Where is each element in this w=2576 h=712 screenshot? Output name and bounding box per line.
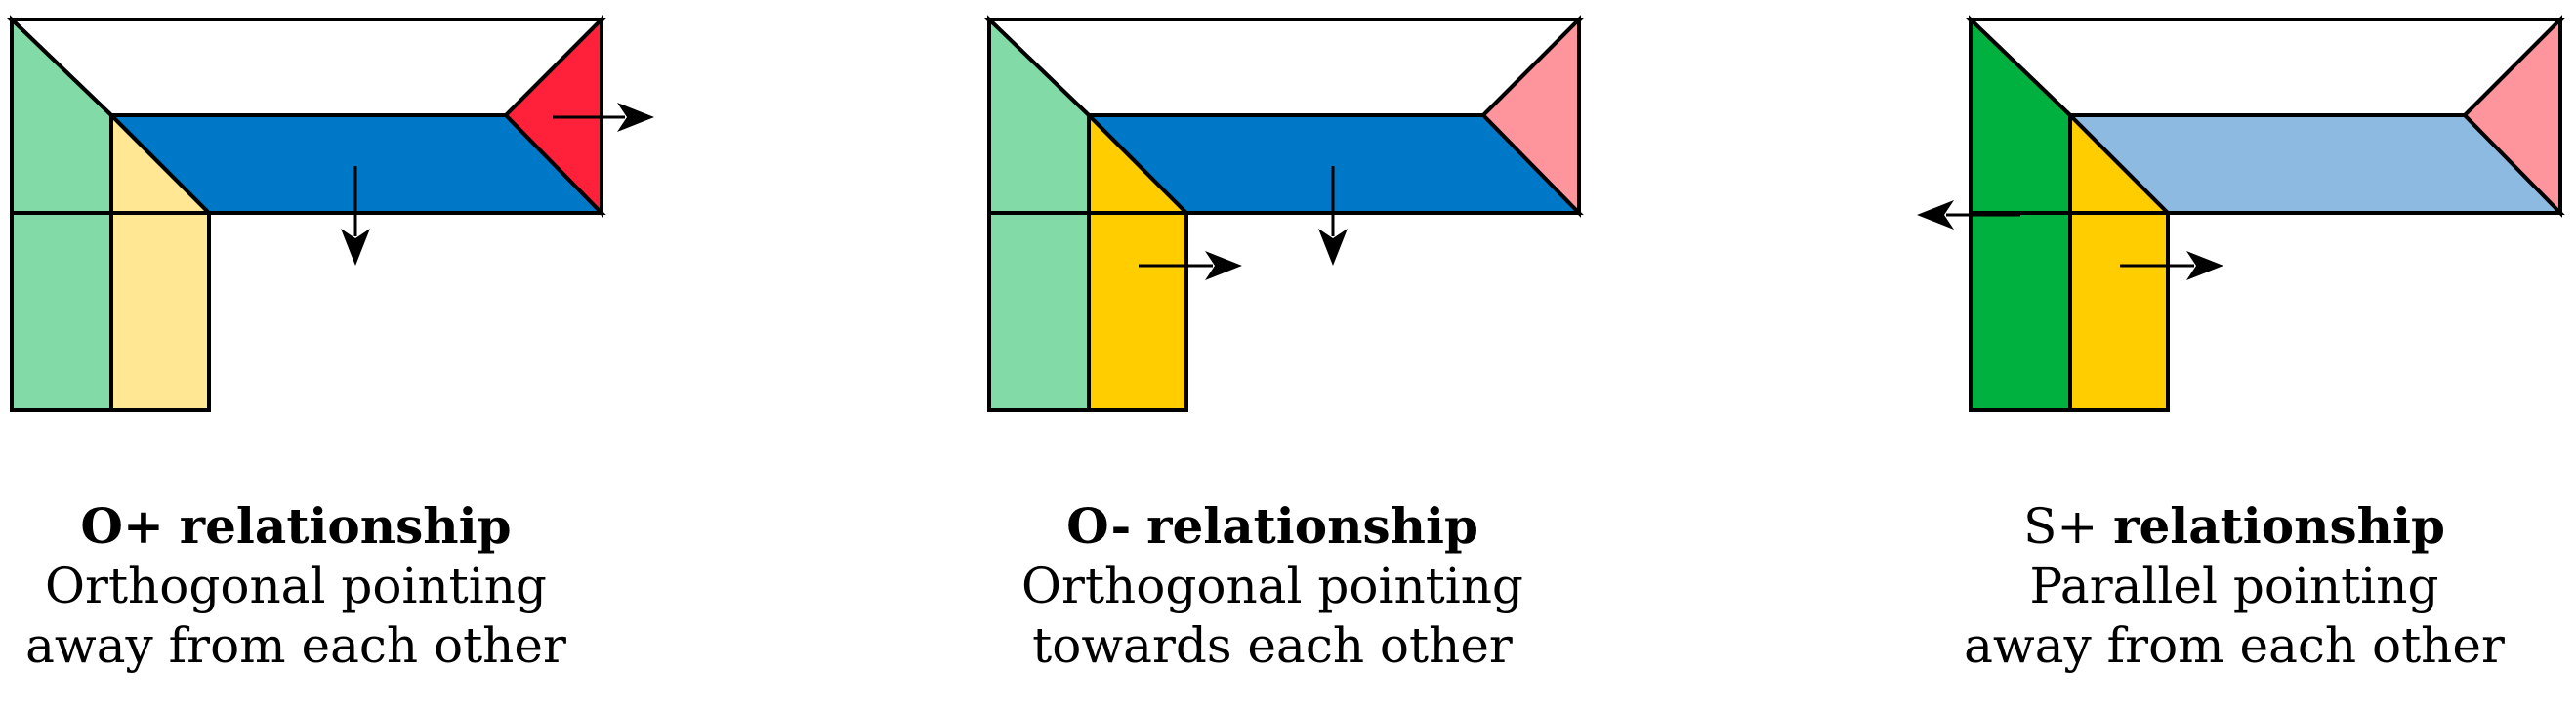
caption-line-2: Parallel pointing (2029, 558, 2439, 614)
panel-o-minus: O- relationship Orthogonal pointing towa… (976, 0, 1835, 712)
panel-s-plus: S+ relationship Parallel pointing away f… (1909, 0, 2576, 712)
arrow-left (1917, 200, 2020, 230)
panel-o-plus: O+ relationship Orthogonal pointing away… (0, 0, 858, 712)
white-region (7, 18, 606, 117)
caption-line-2: Orthogonal pointing (45, 558, 547, 614)
white-region (984, 18, 1584, 117)
caption-s-plus: S+ relationship Parallel pointing away f… (1938, 496, 2530, 676)
caption-line-3: away from each other (1964, 617, 2505, 674)
caption-o-plus: O+ relationship Orthogonal pointing away… (0, 496, 592, 676)
arrow-right (553, 103, 654, 132)
caption-o-minus: O- relationship Orthogonal pointing towa… (976, 496, 1568, 676)
caption-line-3: towards each other (1032, 617, 1513, 674)
arrow-right (1139, 251, 1242, 280)
arrow-down (341, 166, 370, 266)
caption-line-1: S+ relationship (2023, 497, 2445, 555)
arrow-right (2120, 251, 2223, 280)
caption-line-1: O+ relationship (80, 497, 512, 555)
white-region (1966, 18, 2565, 117)
outer-frame (987, 18, 1581, 215)
caption-line-3: away from each other (25, 617, 566, 674)
arrow-down (1318, 166, 1348, 266)
caption-line-2: Orthogonal pointing (1021, 558, 1523, 614)
outer-frame (1969, 18, 2562, 215)
caption-line-1: O- relationship (1066, 497, 1478, 555)
diagram-o-minus (984, 15, 1584, 412)
diagram-s-plus (1917, 15, 2565, 412)
diagram-o-plus (7, 15, 654, 412)
